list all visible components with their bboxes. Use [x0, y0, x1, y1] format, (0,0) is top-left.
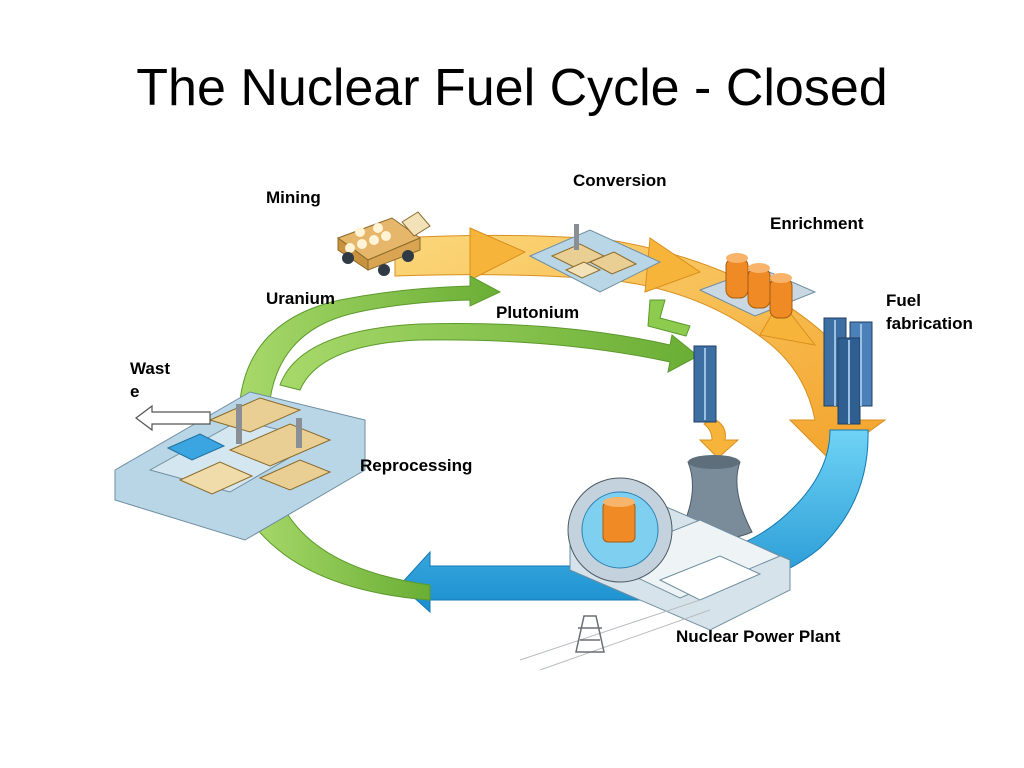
uranium-recycle-arrow: [239, 275, 502, 401]
label-reprocessing: Reprocessing: [360, 456, 473, 475]
waste-arrow: [135, 404, 211, 432]
label-waste-line2: e: [130, 382, 140, 401]
label-mining: Mining: [266, 188, 321, 207]
plutonium-branch-arrow: [647, 299, 691, 337]
label-uranium: Uranium: [266, 289, 335, 308]
label-enrichment: Enrichment: [770, 214, 864, 233]
mining-truck-illustration: [336, 211, 431, 276]
fuel-fabrication-assemblies: [823, 317, 873, 425]
reprocessing-lower-arc: [249, 509, 431, 601]
slide-title: The Nuclear Fuel Cycle - Closed: [136, 59, 888, 117]
mining-to-conversion-arrowhead: [469, 227, 527, 281]
transmission-tower-icon: [519, 599, 711, 671]
label-waste-line1: Wast: [130, 359, 170, 378]
mox-fuel-assembly: [693, 345, 717, 423]
plutonium-recycle-arrow: [279, 322, 699, 391]
fuel-to-reactor-arrow: [698, 417, 740, 459]
label-fuel-fabrication-line2: fabrication: [886, 314, 973, 333]
label-nuclear-power-plant: Nuclear Power Plant: [676, 627, 841, 646]
label-conversion: Conversion: [573, 171, 667, 190]
nuclear-power-plant-illustration: [567, 455, 791, 631]
label-plutonium: Plutonium: [496, 303, 580, 322]
enrichment-facility-illustration: [698, 253, 817, 319]
conversion-facility-illustration: [528, 224, 662, 293]
label-fuel-fabrication-line1: Fuel: [886, 291, 921, 310]
reprocessing-plant-illustration: [114, 391, 366, 541]
